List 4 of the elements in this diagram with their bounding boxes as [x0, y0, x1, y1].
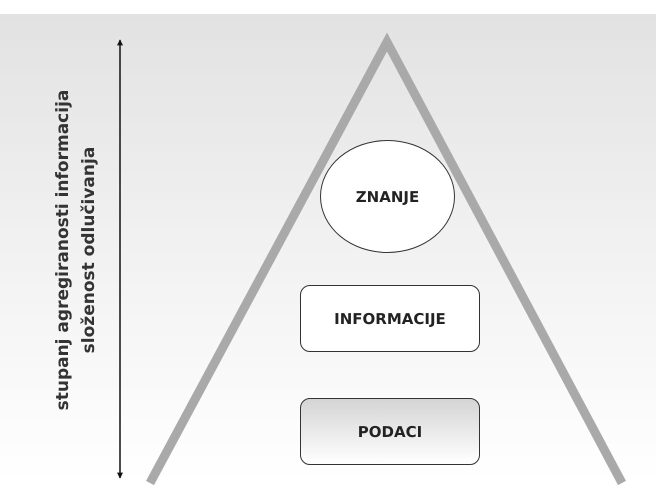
axis-label: složenost odlučivanja: [78, 146, 100, 356]
process-box: INFORMACIJE: [300, 285, 480, 352]
axis-label: stupanj agregiranosti informacija: [52, 88, 74, 412]
process-box: PODACI: [300, 398, 480, 465]
